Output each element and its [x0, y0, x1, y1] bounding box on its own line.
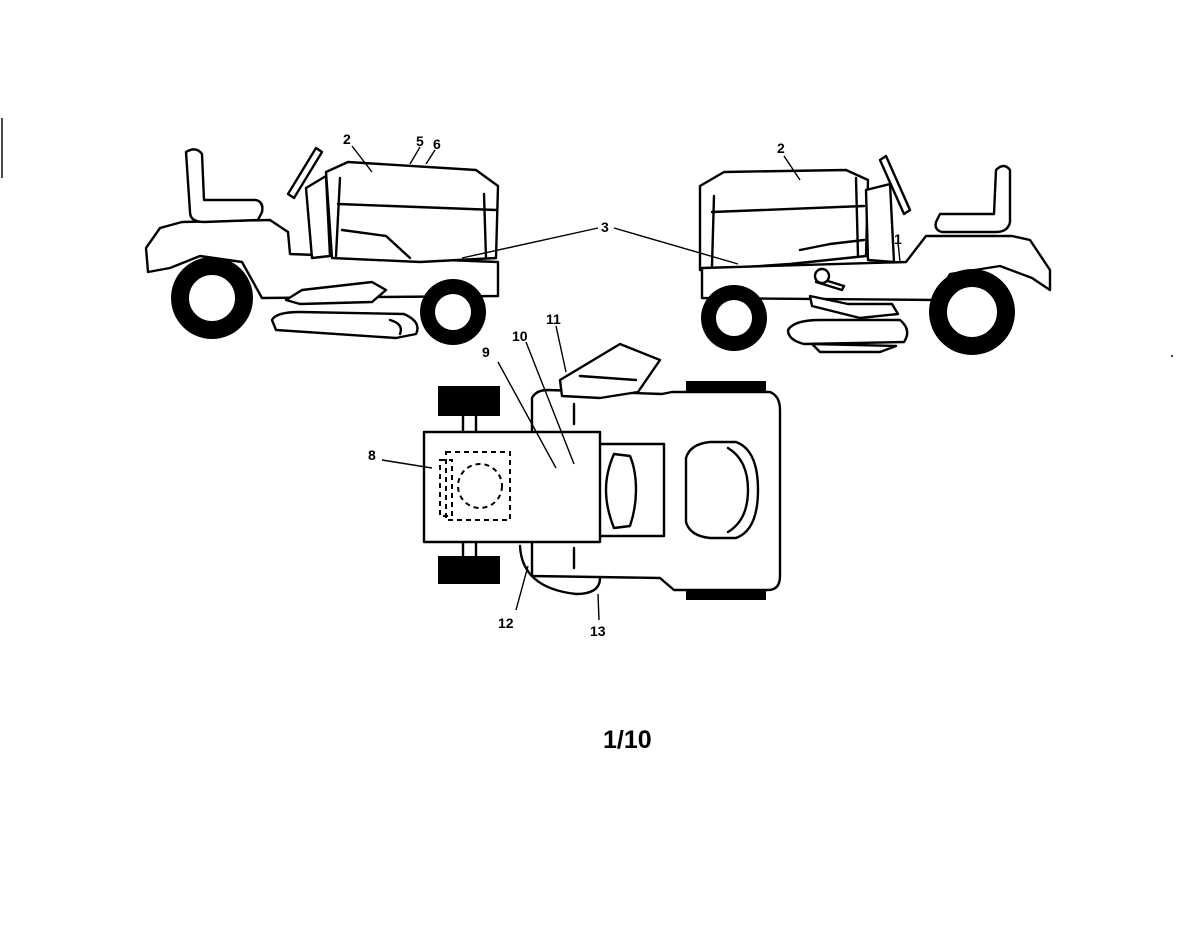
front-wheel-bottom — [438, 556, 500, 584]
seat — [184, 148, 264, 224]
chute-deflector — [518, 544, 602, 596]
callout-11: 11 — [546, 311, 561, 327]
rear-wheel-top — [686, 381, 766, 393]
hood — [324, 160, 500, 264]
callout-3: 3 — [601, 219, 609, 235]
steering-column — [304, 174, 332, 260]
hood — [698, 168, 870, 272]
callout-13: 13 — [590, 623, 606, 639]
callout-numbers: 2 5 6 3 2 1 8 9 10 11 12 13 — [343, 131, 902, 639]
callout-2-left: 2 — [343, 131, 351, 147]
callout-9: 9 — [482, 344, 490, 360]
tractor-right-side-view — [698, 154, 1052, 355]
scan-edge-marks — [1, 118, 1173, 357]
callout-10: 10 — [512, 328, 528, 344]
page-number: 1/10 — [603, 726, 652, 754]
seat — [934, 164, 1012, 234]
steering-wheel — [286, 146, 324, 200]
engine-outline — [445, 451, 511, 521]
callout-2-right: 2 — [777, 140, 785, 156]
callout-12: 12 — [498, 615, 514, 631]
callout-1: 1 — [894, 231, 902, 247]
steering-column — [864, 182, 896, 264]
hood-top — [422, 430, 602, 544]
steering-wheel — [878, 154, 912, 216]
footrest — [284, 280, 388, 306]
discharge-chute — [558, 342, 662, 400]
mower-deck — [786, 318, 909, 346]
ignition-lever — [813, 267, 846, 292]
seat-top — [684, 440, 760, 540]
callout-6: 6 — [433, 136, 441, 152]
front-wheel-top — [438, 386, 500, 416]
mower-deck — [270, 310, 419, 340]
tractor-top-view — [422, 342, 782, 600]
footrest — [808, 294, 900, 320]
tractor-left-side-view — [144, 146, 500, 345]
steering-top — [604, 452, 638, 530]
leader-lines — [351, 145, 901, 621]
callout-8: 8 — [368, 447, 376, 463]
callout-5: 5 — [416, 133, 424, 149]
